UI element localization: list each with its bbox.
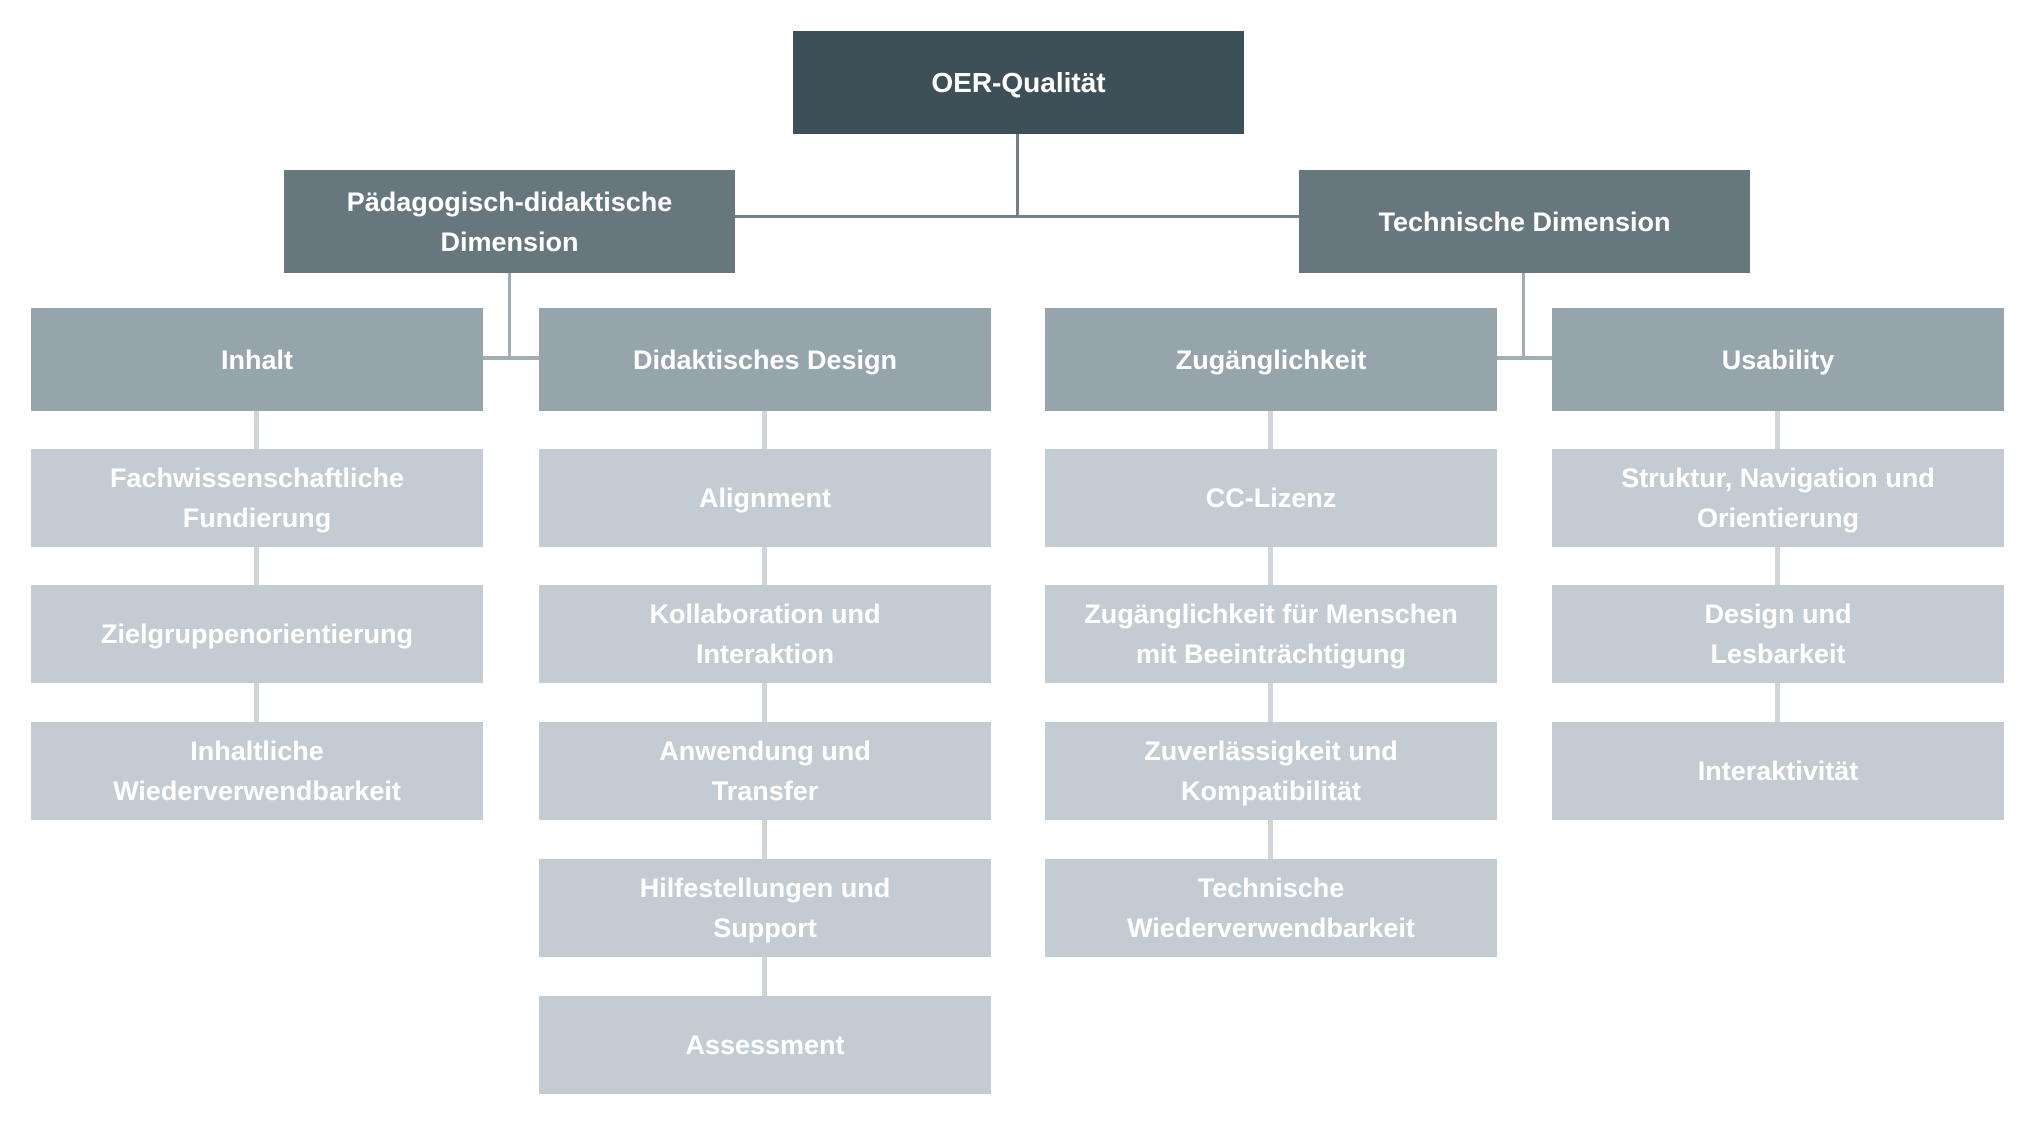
node-oer-qualitaet: OER-Qualität	[793, 31, 1244, 134]
edge-zugaenglichkeit-item2	[1268, 547, 1273, 585]
node-inhalt: Inhalt	[31, 308, 483, 411]
edge-technische-vertical	[1522, 273, 1525, 359]
node-assessment: Assessment	[539, 996, 991, 1094]
node-zugaenglichkeit: Zugänglichkeit	[1045, 308, 1497, 411]
edge-inhalt-item2	[254, 547, 259, 585]
edge-usability-item3	[1775, 683, 1780, 722]
edge-usability-item2	[1775, 547, 1780, 585]
edge-zugaenglichkeit-item1	[1268, 411, 1273, 449]
node-zugaenglichkeit-fuer-menschen: Zugänglichkeit für Menschen mit Beeinträ…	[1045, 585, 1497, 683]
node-zuverlaessigkeit-und-kompatibilitaet: Zuverlässigkeit und Kompatibilität	[1045, 722, 1497, 820]
node-hilfestellungen-und-support: Hilfestellungen und Support	[539, 859, 991, 957]
node-fachwissenschaftliche-fundierung: Fachwissenschaftliche Fundierung	[31, 449, 483, 547]
edge-didaktisches-item3	[762, 683, 767, 722]
edge-didaktisches-item5	[762, 957, 767, 996]
node-technische-dimension: Technische Dimension	[1299, 170, 1750, 273]
edge-didaktisches-item2	[762, 547, 767, 585]
node-didaktisches-design: Didaktisches Design	[539, 308, 991, 411]
edge-didaktisches-item4	[762, 820, 767, 859]
node-zielgruppenorientierung: Zielgruppenorientierung	[31, 585, 483, 683]
node-cc-lizenz: CC-Lizenz	[1045, 449, 1497, 547]
edge-technische-horizontal	[1496, 356, 1552, 360]
node-usability: Usability	[1552, 308, 2004, 411]
edge-root-horizontal	[735, 215, 1299, 218]
edge-zugaenglichkeit-item4	[1268, 820, 1273, 859]
edge-inhalt-item3	[254, 683, 259, 722]
edge-paedagogisch-vertical	[508, 273, 511, 359]
edge-paedagogisch-horizontal	[483, 356, 539, 360]
edge-didaktisches-item1	[762, 411, 767, 449]
node-struktur-navigation-orientierung: Struktur, Navigation und Orientierung	[1552, 449, 2004, 547]
edge-inhalt-item1	[254, 411, 259, 449]
node-design-und-lesbarkeit: Design und Lesbarkeit	[1552, 585, 2004, 683]
node-technische-wiederverwendbarkeit: Technische Wiederverwendbarkeit	[1045, 859, 1497, 957]
node-alignment: Alignment	[539, 449, 991, 547]
node-kollaboration-und-interaktion: Kollaboration und Interaktion	[539, 585, 991, 683]
edge-zugaenglichkeit-item3	[1268, 683, 1273, 722]
edge-root-vertical	[1016, 134, 1019, 218]
node-inhaltliche-wiederverwendbarkeit: Inhaltliche Wiederverwendbarkeit	[31, 722, 483, 820]
edge-usability-item1	[1775, 411, 1780, 449]
node-interaktivitaet: Interaktivität	[1552, 722, 2004, 820]
node-paedagogisch-didaktische-dimension: Pädagogisch-didaktische Dimension	[284, 170, 735, 273]
node-anwendung-und-transfer: Anwendung und Transfer	[539, 722, 991, 820]
